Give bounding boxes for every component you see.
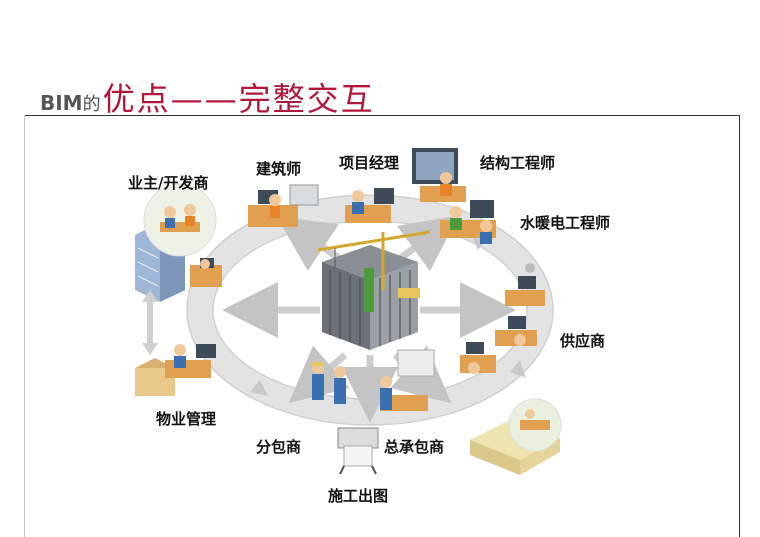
supplier-workstation-icon [495,263,545,346]
label-supplier: 供应商 [560,332,606,350]
property-management-icon [135,290,216,396]
label-construction-drawing: 施工出图 [328,487,389,505]
central-building-icon [317,230,431,350]
label-architect: 建筑师 [256,160,302,178]
label-project-manager: 项目经理 [339,154,400,172]
title-main: 优点——完整交互 [102,80,375,118]
label-general-contractor: 总承包商 [384,438,445,456]
frame-left-border [24,115,25,537]
project-manager-workstation-icon [345,188,394,223]
label-mep-engineer: 水暖电工程师 [520,214,611,232]
label-property-management: 物业管理 [156,410,217,428]
general-contractor-team-icon [380,342,496,411]
subcontractor-workers-icon [312,362,346,404]
plotter-icon [337,427,379,475]
frame-right-border [739,115,740,537]
mep-engineer-workstation-icon [440,200,496,244]
title-divider [24,115,740,116]
label-structural-engineer: 结构工程师 [480,154,556,172]
title-particle: 的 [82,94,101,115]
label-owner-developer: 业主/开发商 [128,174,209,192]
factory-icon [470,398,562,475]
title-prefix: BIM [40,91,83,115]
architect-workstation-icon [248,184,319,227]
slide-title: BIM 的 优点——完整交互 [40,74,375,118]
structural-engineer-workstation-icon [412,148,466,202]
owner-developer-icon [135,183,222,302]
label-subcontractor: 分包商 [256,438,302,456]
